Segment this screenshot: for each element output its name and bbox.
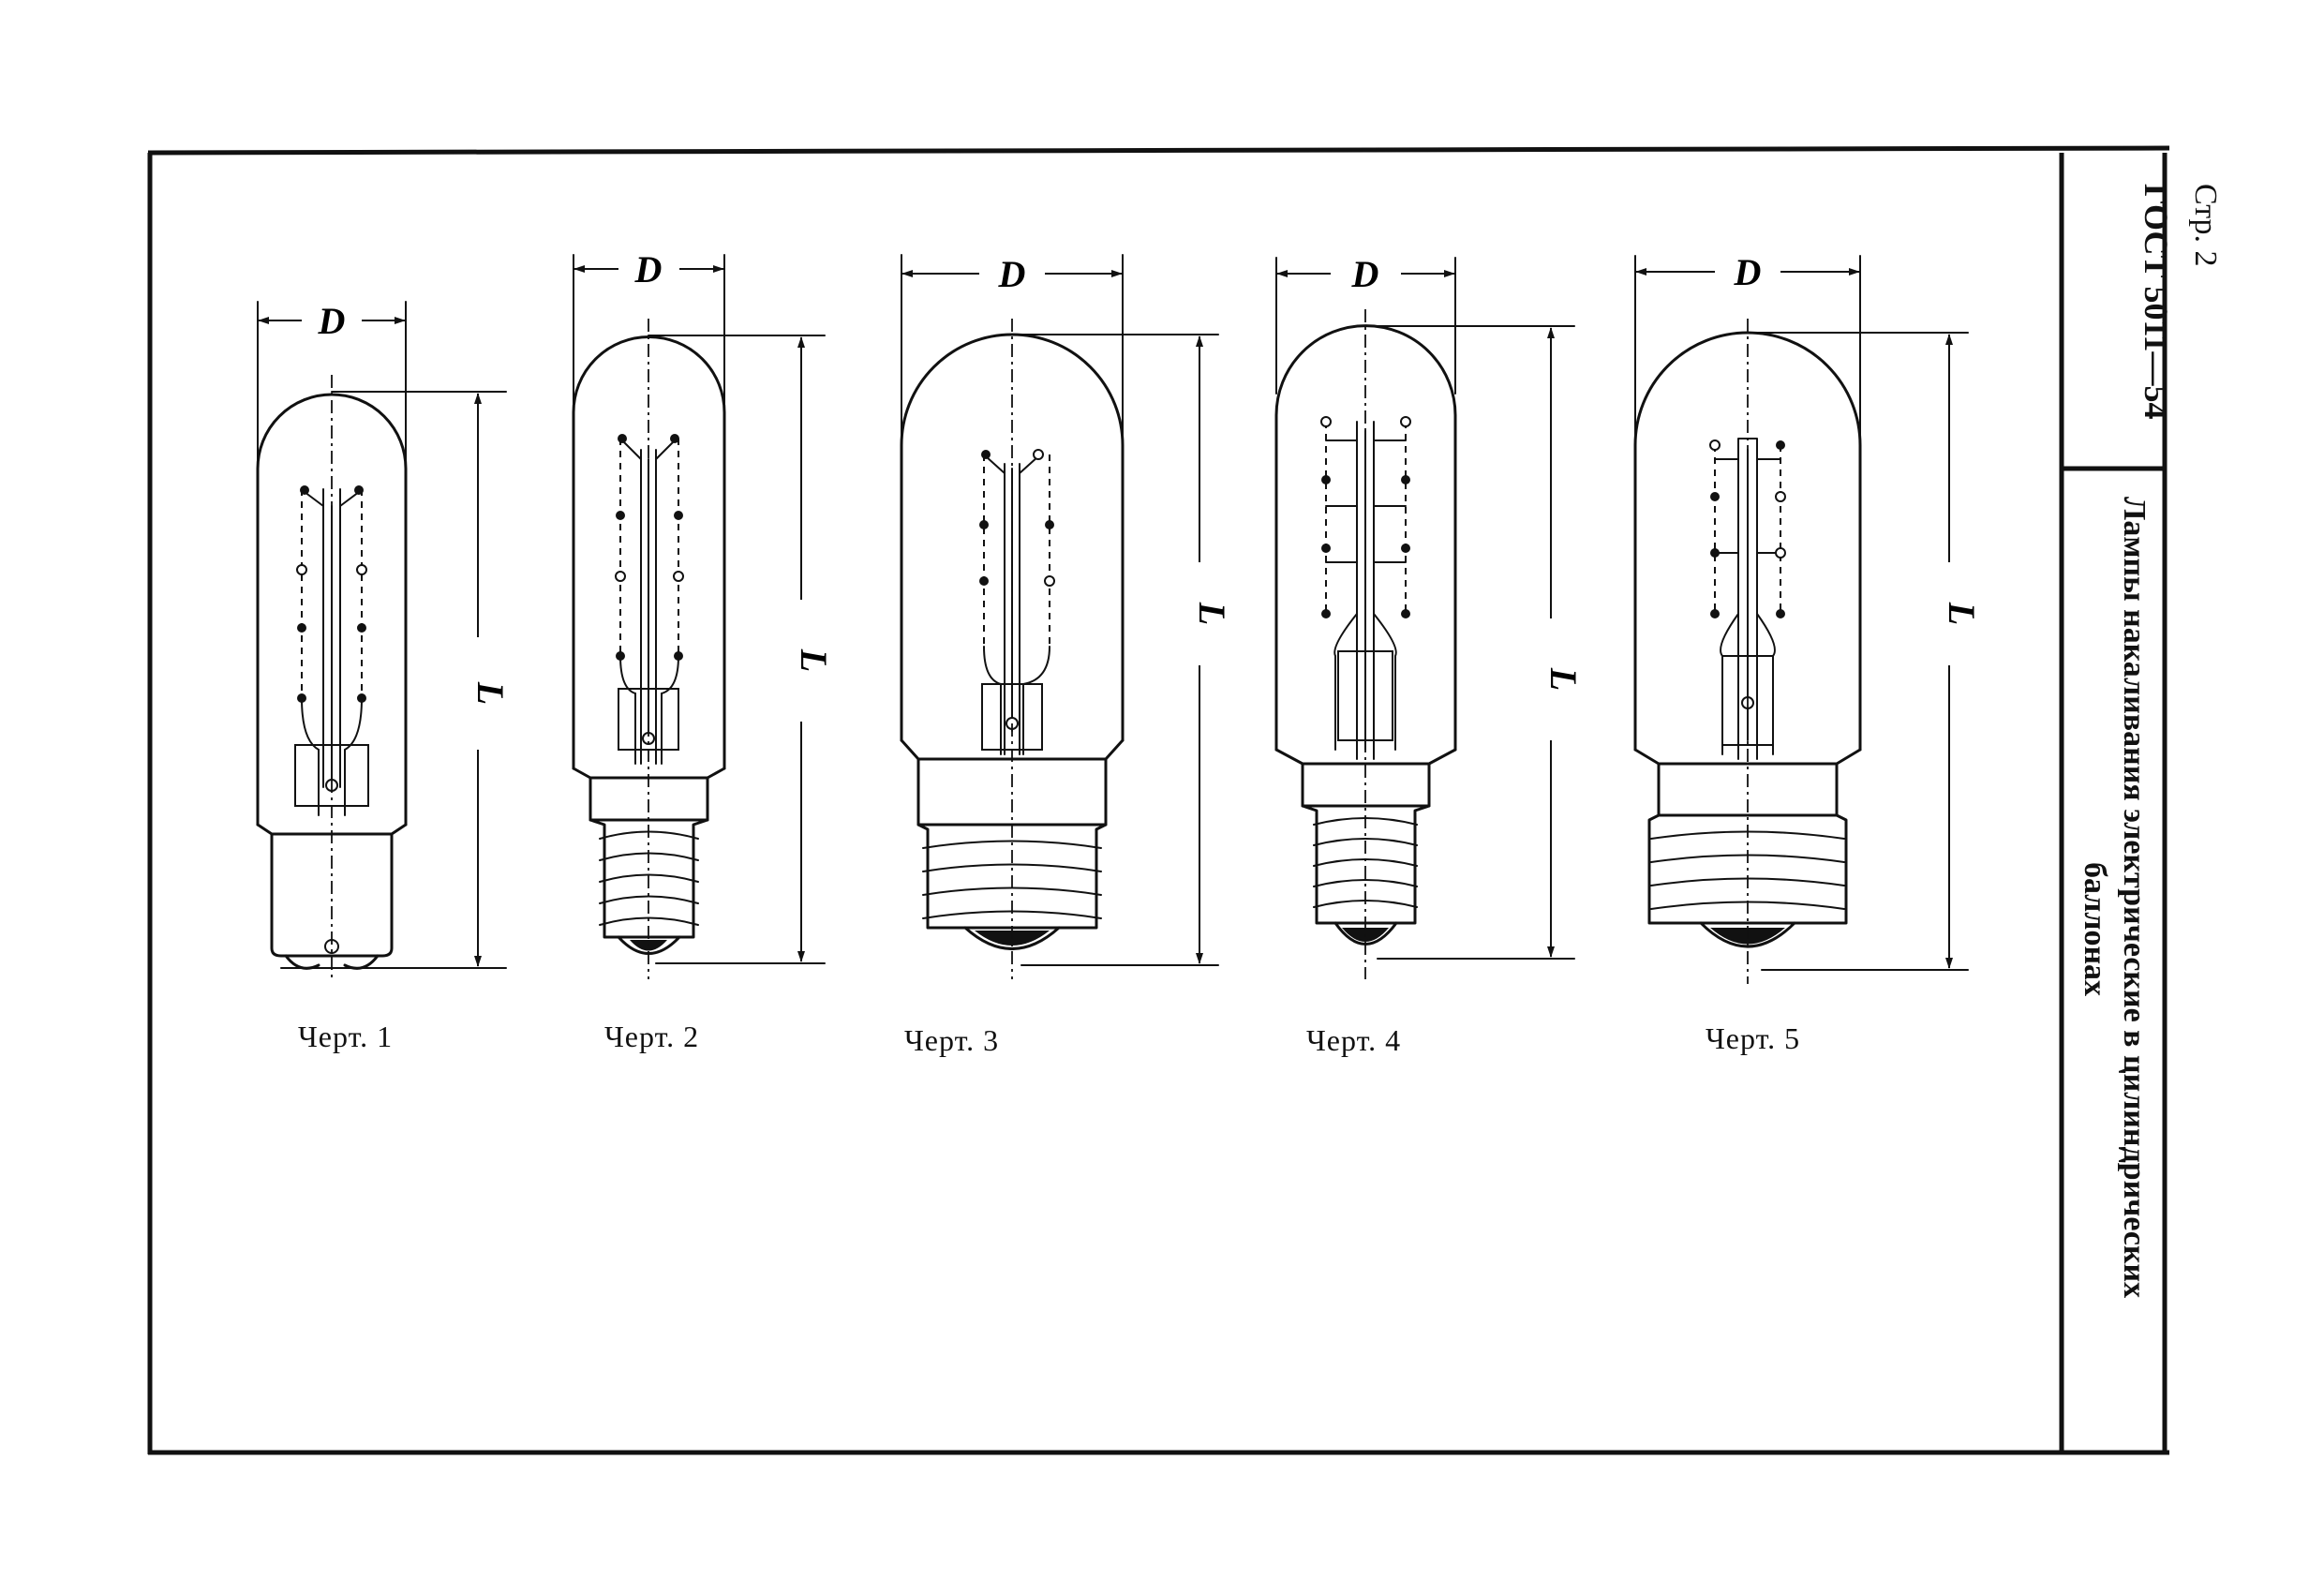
length-label: L [793,648,835,672]
lamp-filament [294,485,369,816]
document-title-line-1: Лампы накаливания электрические в цилинд… [2117,497,2152,1299]
drawing-caption-5: Черт. 5 [1706,1021,1801,1055]
lamp-drawing-1: D L [256,300,512,979]
length-label: L [1941,602,1983,625]
length-dimension: L [280,391,512,969]
diameter-label: D [1734,251,1762,293]
drawing-caption-2: Черт. 2 [604,1020,700,1053]
diameter-dimension: D [901,253,1124,441]
diameter-label: D [998,253,1026,295]
length-label: L [469,681,512,705]
diameter-dimension: D [257,300,407,488]
drawing-caption-3: Черт. 3 [904,1023,1000,1057]
document-title-line-2: баллонах [2078,862,2112,997]
drawing-caption-1: Черт. 1 [298,1020,394,1053]
length-label: L [1191,602,1233,625]
lamp-bulb [1633,331,1862,766]
lamp-filament [615,434,684,765]
diameter-label: D [318,300,346,342]
diameter-label: D [634,248,663,290]
lamp-drawing-4: D L [1274,253,1585,979]
length-dimension: L [648,335,835,964]
lamp-base [270,832,394,970]
standard-code: ГОСТ 5011—54 [2138,184,2175,420]
length-label: L [1542,667,1585,691]
diameter-label: D [1351,253,1379,295]
lamp-filament [1320,416,1411,760]
diameter-dimension: D [573,248,725,413]
page-frame [147,145,2170,1455]
length-dimension: L [1747,332,1983,971]
diameter-dimension: D [1634,251,1861,441]
diameter-dimension: D [1275,253,1456,395]
lamp-drawing-2: D L [572,248,835,979]
lamp-filament [979,449,1055,755]
drawing-caption-4: Черт. 4 [1306,1023,1402,1057]
length-dimension: L [1011,334,1233,966]
lamp-drawing-3: D L [900,253,1233,979]
length-dimension: L [1364,325,1585,960]
lamp-bulb [1274,324,1457,766]
page-number: Стр. 2 [2188,184,2223,267]
lamp-drawing-5: D L [1633,251,1983,984]
lamp-filament [1709,438,1786,760]
